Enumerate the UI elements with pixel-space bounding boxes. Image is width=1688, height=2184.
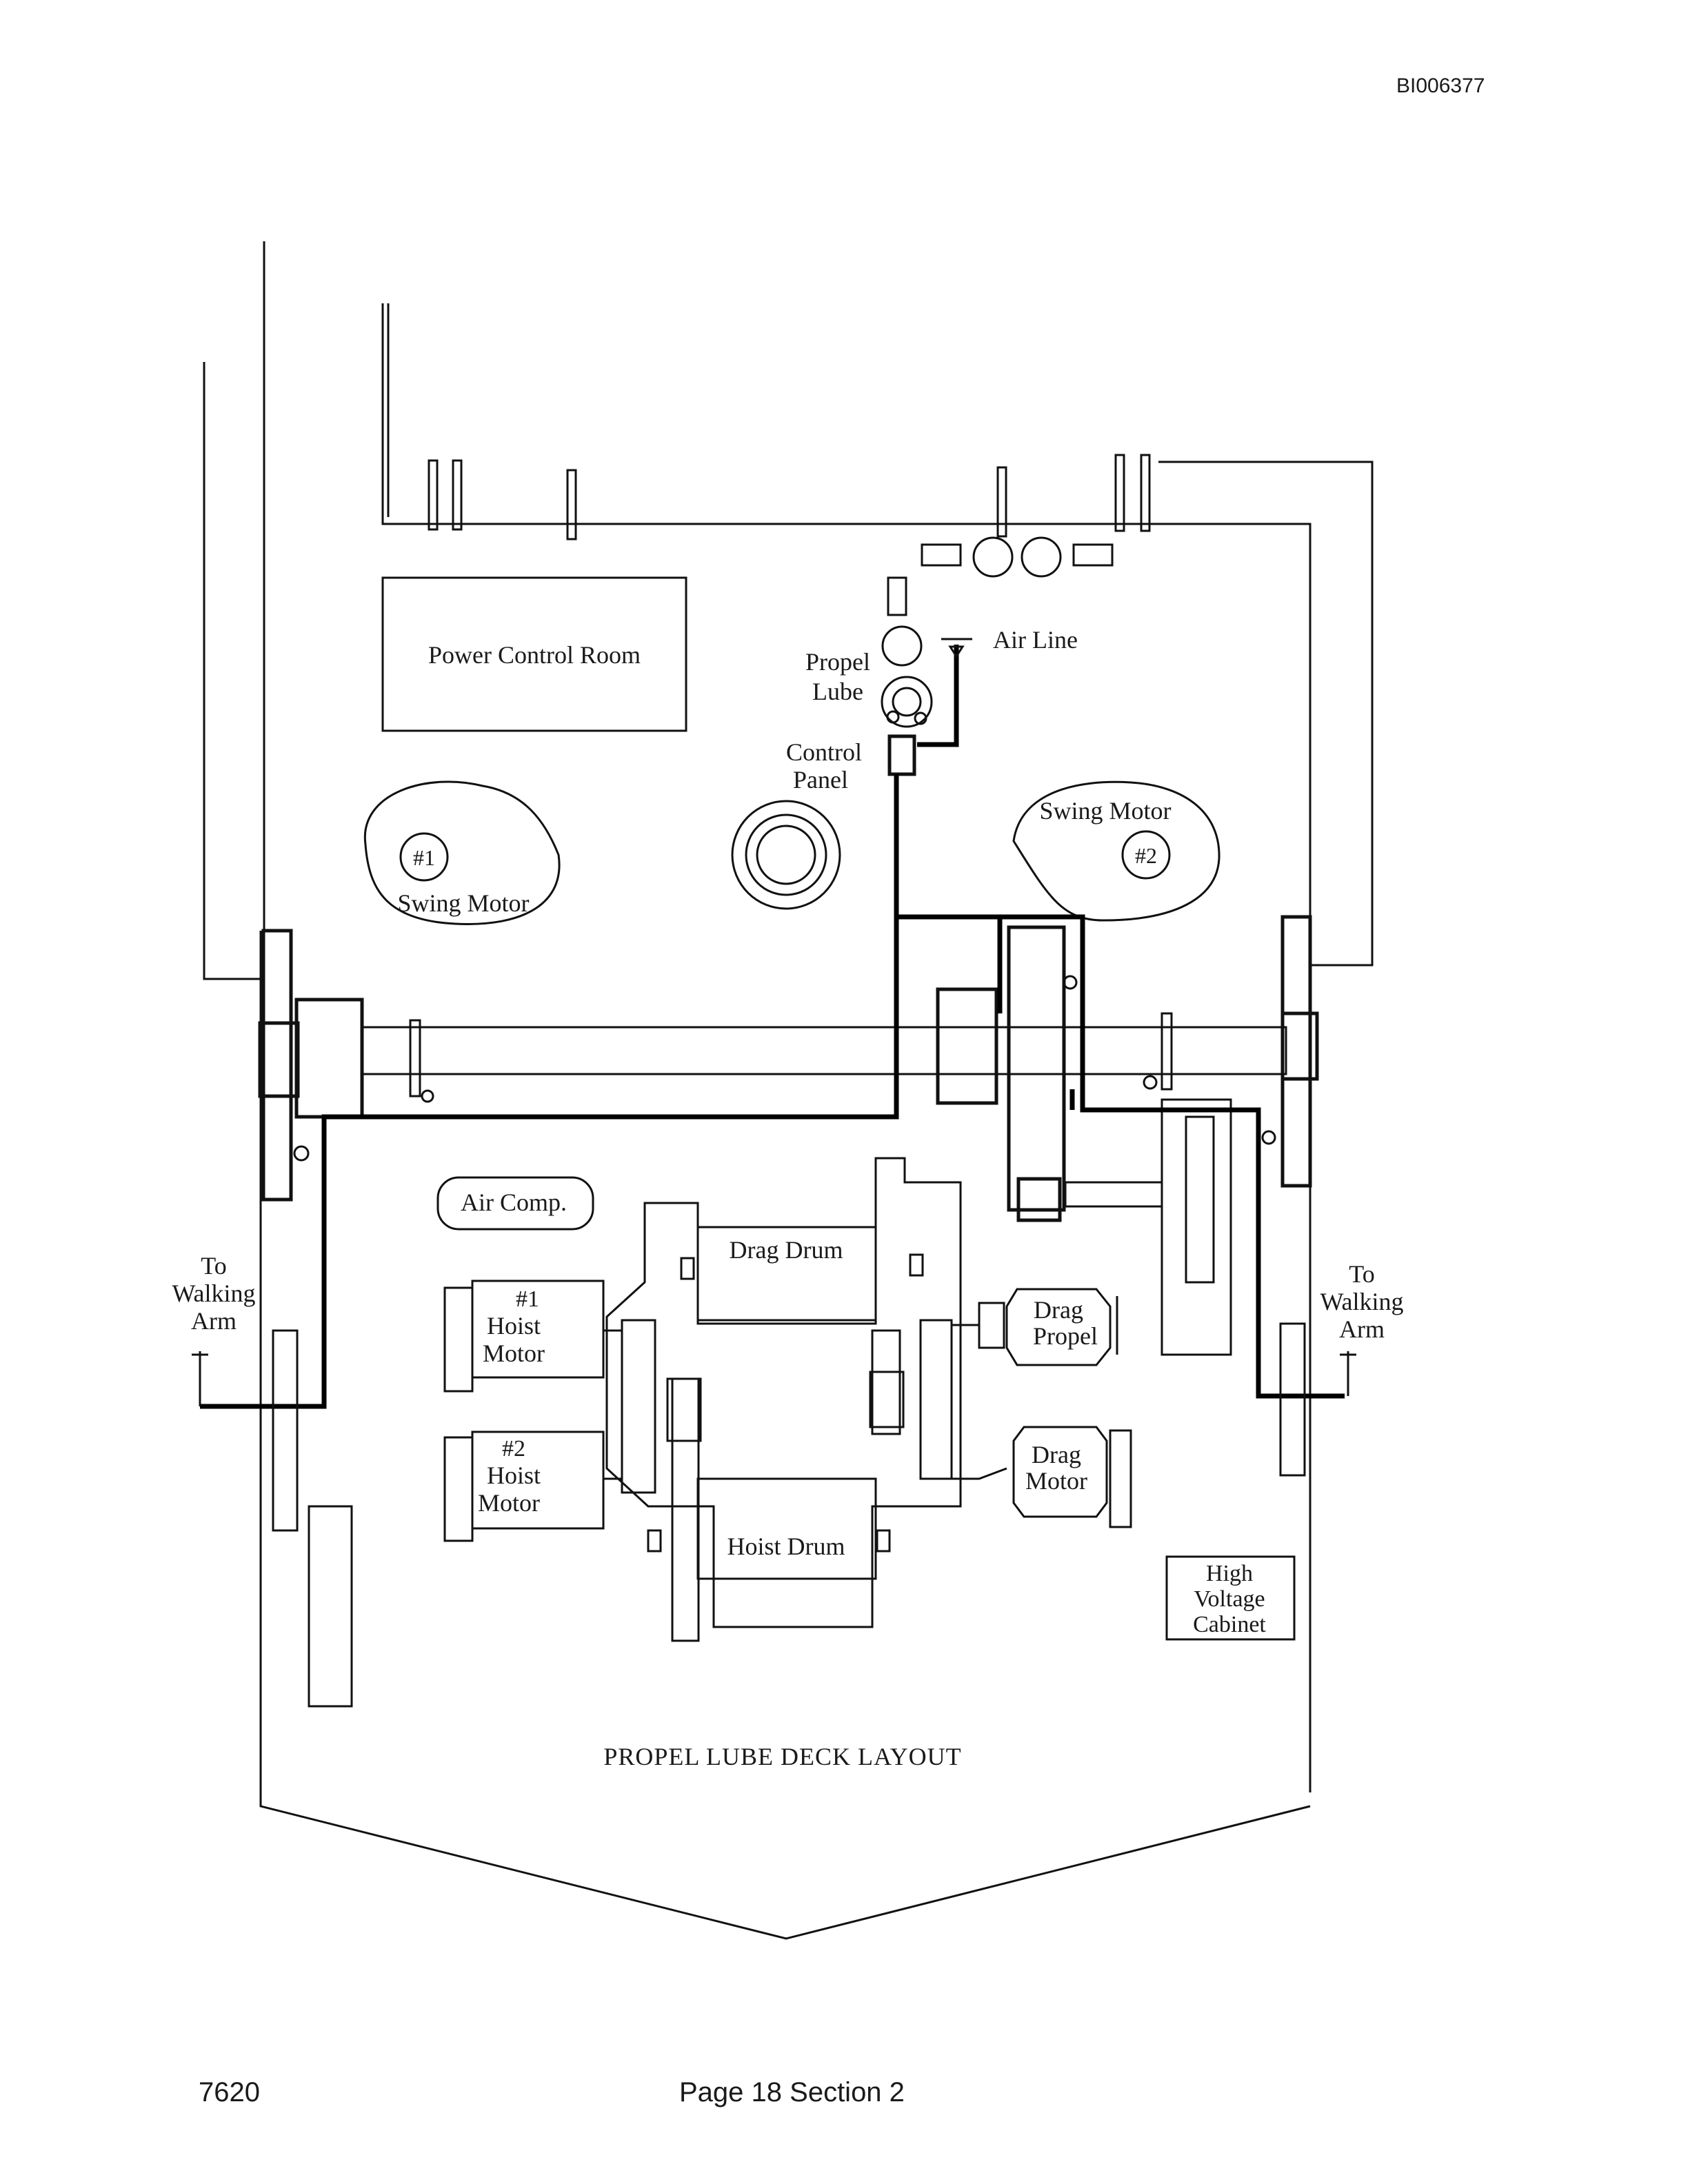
walking-arm-right-line1: To	[1349, 1260, 1374, 1288]
document-id: BI006377	[1396, 74, 1485, 97]
hv-cabinet-label-1: High	[1206, 1561, 1253, 1586]
hoist-drum-label: Hoist Drum	[727, 1533, 845, 1560]
swing-motor-1-number: #1	[413, 845, 435, 870]
deck-outline	[203, 241, 1374, 1940]
hoist-motor-1: #1 Hoist Motor	[443, 1280, 622, 1393]
lube-piping	[200, 774, 1345, 1409]
drag-propel-label-2: Propel	[1033, 1322, 1098, 1350]
power-control-room: Power Control Room	[381, 576, 687, 732]
lower-left-cabinet	[308, 1505, 353, 1708]
air-compressor: Air Comp.	[436, 1176, 594, 1231]
drag-propel: Drag Propel	[952, 1288, 1118, 1366]
hoist-motor-2-number: #2	[502, 1436, 525, 1462]
hv-cabinet-label-2: Voltage	[1194, 1586, 1265, 1612]
drag-motor-label-2: Motor	[1025, 1467, 1087, 1495]
drag-motor-label-1: Drag	[1032, 1441, 1081, 1468]
hoist-motor-2-label-2: Motor	[478, 1489, 540, 1517]
air-comp-label: Air Comp.	[461, 1189, 567, 1216]
swing-motor-1-label: Swing Motor	[397, 889, 529, 917]
footer-page-section: Page 18 Section 2	[679, 2077, 905, 2107]
swing-motor-2: #2 Swing Motor	[1012, 780, 1220, 922]
hoist-motor-2-label-1: Hoist	[487, 1462, 541, 1489]
propel-lube-unit: Propel Lube Control Panel Air Line	[786, 625, 1078, 793]
walking-arm-left-line3: Arm	[191, 1307, 237, 1335]
walking-arm-left: To Walking Arm	[172, 1252, 299, 1532]
hoist-motor-1-number: #1	[516, 1286, 539, 1312]
swing-motor-2-label: Swing Motor	[1039, 797, 1171, 825]
center-pin	[731, 800, 841, 910]
high-voltage-cabinet: High Voltage Cabinet	[1165, 1555, 1296, 1641]
walking-arm-right: To Walking Arm	[1279, 1260, 1404, 1477]
control-panel-label-1: Control	[786, 738, 862, 766]
propel-lube-label-2: Lube	[812, 678, 863, 705]
drum-gearbox: Drag Drum Hoist Drum	[605, 1157, 962, 1642]
control-panel-label-2: Panel	[793, 766, 848, 793]
propel-shaft	[258, 915, 1319, 1356]
diagram-title: PROPEL LUBE DECK LAYOUT	[603, 1743, 961, 1770]
power-control-room-label: Power Control Room	[428, 641, 641, 669]
hoist-motor-2: #2 Hoist Motor	[443, 1430, 622, 1542]
walking-arm-left-line2: Walking	[172, 1280, 255, 1307]
footer-doc-number: 7620	[199, 2077, 260, 2107]
hv-cabinet-label-3: Cabinet	[1193, 1612, 1266, 1637]
drag-propel-label-1: Drag	[1034, 1296, 1083, 1324]
air-line-label: Air Line	[993, 626, 1078, 654]
drag-motor: Drag Motor	[952, 1426, 1132, 1528]
walking-arm-right-line2: Walking	[1320, 1288, 1403, 1315]
walking-arm-right-line3: Arm	[1339, 1315, 1385, 1343]
drag-drum-label: Drag Drum	[730, 1236, 843, 1264]
swing-motor-2-number: #2	[1135, 843, 1157, 868]
hoist-motor-1-label-2: Motor	[483, 1339, 545, 1367]
propel-lube-label-1: Propel	[805, 648, 870, 676]
hoist-motor-1-label-1: Hoist	[487, 1312, 541, 1339]
swing-motor-1: #1 Swing Motor	[363, 780, 561, 925]
walking-arm-left-line1: To	[201, 1252, 226, 1280]
